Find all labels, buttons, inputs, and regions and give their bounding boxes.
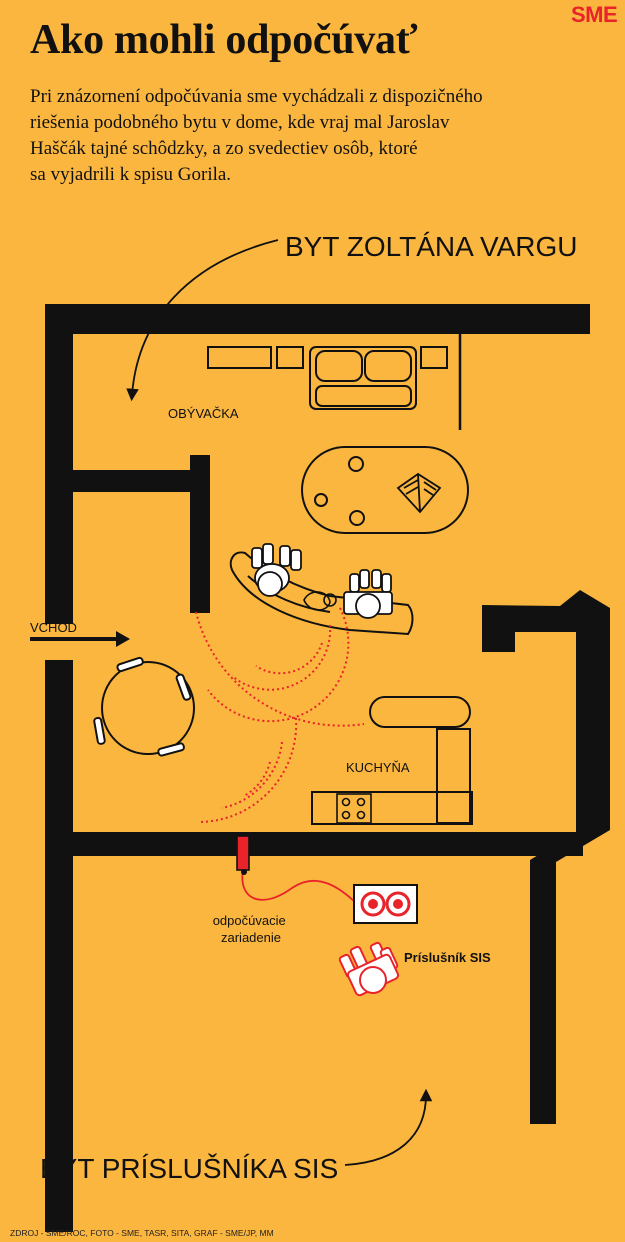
wall-damage xyxy=(351,840,414,857)
sofa-icon xyxy=(309,346,417,410)
upper-flat-label: BYT ZOLTÁNA VARGU xyxy=(285,231,578,262)
headphones-icon xyxy=(353,884,418,924)
lead-line: Pri znázornení odpočúvania sme vychádzal… xyxy=(30,86,483,107)
cushion xyxy=(303,591,337,611)
lead-line: riešenia podobného bytu v dome, kde vraj… xyxy=(30,112,450,133)
lead-paragraph: Pri znázornení odpočúvania sme vychádzal… xyxy=(30,84,610,188)
chair xyxy=(93,656,192,757)
device-label-line: zariadenie xyxy=(221,930,281,945)
counter xyxy=(311,696,473,825)
arrow-icon xyxy=(126,239,279,402)
lead-line: sa vyjadrili k spisu Gorila. xyxy=(30,164,232,185)
sme-logo: SME xyxy=(571,2,618,27)
page-title: Ako mohli odpočúvať xyxy=(30,17,418,63)
lower-flat-label: BYT PRÍSLUŠNÍKA SIS xyxy=(40,1153,338,1184)
room-label-living: OBÝVAČKA xyxy=(168,406,239,421)
room-label-kitchen: KUCHYŇA xyxy=(346,760,410,775)
device-label-line: odpočúvacie xyxy=(213,913,286,928)
source-credit: ZDROJ - SME/ROC, FOTO - SME, TASR, SITA,… xyxy=(10,1228,274,1238)
sound-wave-icon xyxy=(199,717,298,823)
entrance-label: VCHOD xyxy=(30,620,77,635)
book-icon xyxy=(396,472,442,514)
table-icon xyxy=(101,661,195,755)
person-icon xyxy=(251,543,302,597)
microphone-icon xyxy=(236,835,250,871)
arrow-icon xyxy=(344,1088,433,1166)
person-icon xyxy=(343,569,393,619)
device-label: odpočúvacie zariadenie xyxy=(213,913,290,945)
device-cable-end xyxy=(241,869,247,875)
person-icon xyxy=(338,941,400,997)
arrow-icon xyxy=(30,631,130,647)
lead-line: Haščák tajné schôdzky, a zo svedectiev o… xyxy=(30,138,418,159)
stove-icon xyxy=(336,793,372,824)
sound-wave-icon xyxy=(195,607,365,727)
walls xyxy=(45,304,610,1232)
shelf-unit xyxy=(207,346,448,369)
device-cable xyxy=(241,869,356,903)
table-icon xyxy=(301,446,469,534)
agent-label: Príslušník SIS xyxy=(404,950,491,965)
